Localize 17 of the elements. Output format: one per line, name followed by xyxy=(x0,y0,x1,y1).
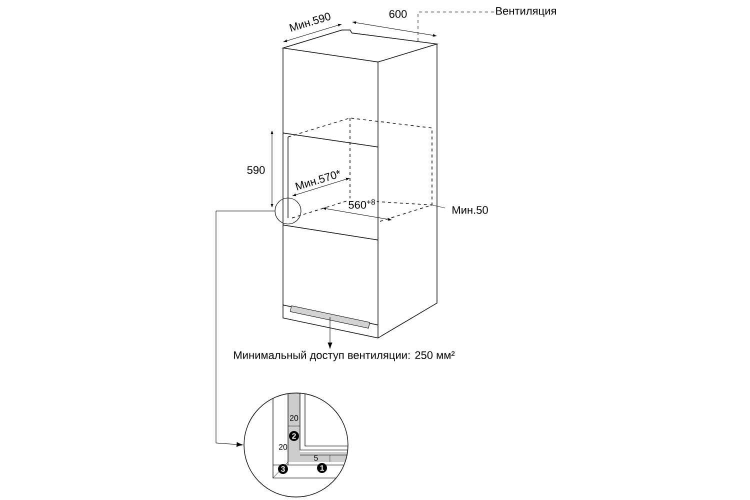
dimension-text: 5 xyxy=(314,455,318,461)
dimension-text: 600 xyxy=(388,9,408,19)
dimension-text: 20 xyxy=(290,415,298,421)
detail-circle xyxy=(244,392,348,498)
dimension-text: Мин.50 xyxy=(450,205,490,215)
dimension-text: 560$^{+8}$ xyxy=(347,198,377,210)
vent-opening xyxy=(290,306,370,328)
dimension-text: 590 xyxy=(246,165,266,175)
callout-number: 3 xyxy=(278,464,288,474)
leader-line xyxy=(328,316,332,349)
detail-marker-circle xyxy=(274,198,302,224)
leader-line xyxy=(216,210,275,447)
callout-number: 2 xyxy=(289,431,299,441)
label-text: Вентиляция xyxy=(496,7,556,17)
dimension-text: 20 xyxy=(278,444,288,450)
callout-number: 1 xyxy=(317,463,327,473)
note-text: Минимальный доступ вентиляции: 250 мм² xyxy=(234,350,455,362)
